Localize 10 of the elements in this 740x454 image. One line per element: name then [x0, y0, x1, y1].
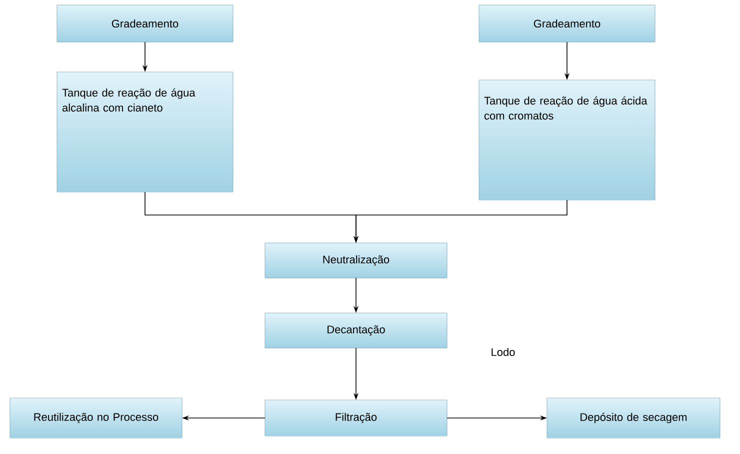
process-box: Gradeamento [56, 4, 234, 42]
process-box: Depósito de secagem [546, 398, 720, 438]
text-label: Lodo [492, 348, 515, 356]
process-box: Neutralização [264, 242, 448, 278]
process-box: Decantação [264, 312, 448, 348]
process-box: Reutilização no Processo [10, 398, 182, 438]
process-box: Gradeamento [478, 4, 656, 42]
process-box: Filtração [264, 400, 448, 436]
process-box: Tanque de reação de água ácida com cromatos [478, 80, 656, 200]
process-box: Tanque de reação de água alcalina com cianeto [56, 72, 234, 192]
